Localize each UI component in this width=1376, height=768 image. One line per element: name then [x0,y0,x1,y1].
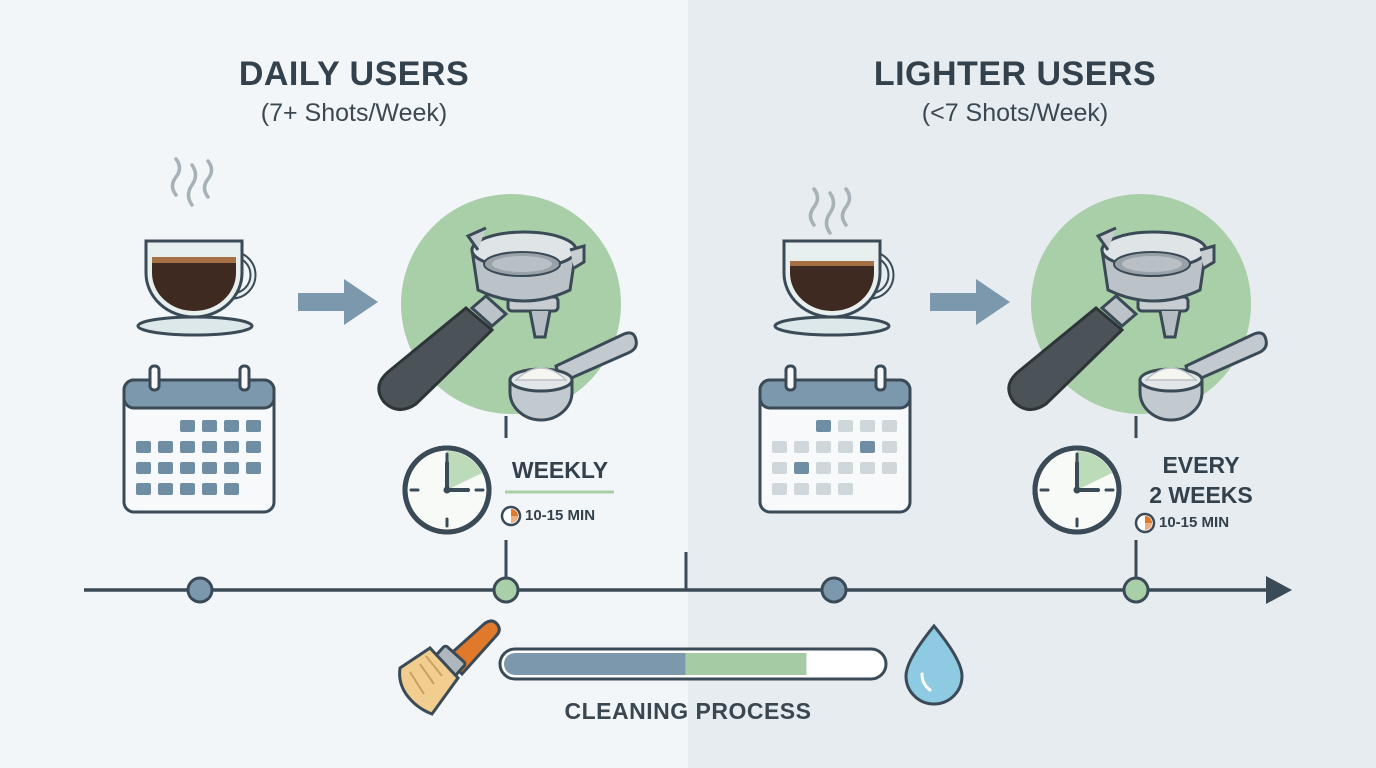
daily-duration-label: 10-15 MIN [525,507,596,524]
measuring-scoop-icon [508,331,638,422]
lighter-frequency-label: EVERY 2 WEEKS [1130,450,1272,510]
progress-stage-edge [673,653,686,675]
measuring-scoop-icon [1138,331,1268,422]
calendar-icon [758,364,912,514]
coffee-cup-icon [136,239,257,337]
frequency-line: 2 WEEKS [1149,482,1253,508]
cleaning-process-label: CLEANING PROCESS [564,698,812,724]
coffee-cup-icon [773,239,895,337]
daily-users-subtitle: (7+ Shots/Week) [260,99,448,127]
clock-icon [402,445,492,535]
portafilter-icon [1007,226,1216,411]
frequency-line: EVERY [1162,452,1240,478]
steam-icon [808,187,852,235]
timeline-marker [1122,576,1150,604]
timeline-marker [186,576,214,604]
timer-icon [500,505,522,527]
progress-fill [504,653,807,675]
timeline-marker [820,576,848,604]
daily-users-title: DAILY USERS [238,55,470,93]
lighter-duration-label: 10-15 MIN [1159,514,1230,531]
daily-frequency-label: WEEKLY [498,456,622,484]
brush-icon [398,619,501,716]
timer-icon [1134,512,1156,534]
arrow-right-icon [298,279,378,325]
progress-stage [685,653,807,675]
clock-icon [1032,445,1122,535]
calendar-icon [122,364,276,514]
progress-stage [504,653,686,675]
frequency-line: WEEKLY [511,457,609,483]
steam-icon [170,157,214,207]
arrow-right-icon [930,279,1010,325]
timeline [84,540,1292,604]
lighter-users-subtitle: (<7 Shots/Week) [921,99,1109,127]
water-drop-icon [904,623,964,706]
timeline-marker [492,576,520,604]
portafilter-icon [377,226,586,411]
lighter-users-title: LIGHTER USERS [873,55,1157,93]
